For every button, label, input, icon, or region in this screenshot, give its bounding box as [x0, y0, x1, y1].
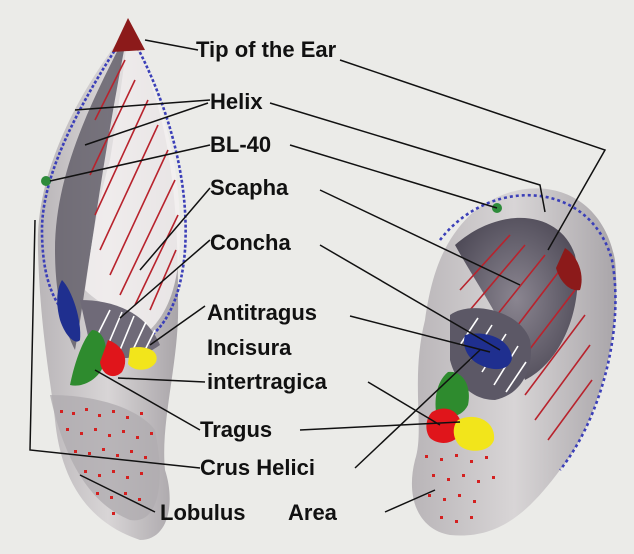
bl40-point-left: [41, 176, 51, 186]
right-ear: [412, 188, 616, 535]
label-tip-of-ear: Tip of the Ear: [196, 39, 336, 61]
label-antitragus: Antitragus: [207, 302, 317, 324]
label-incisura-line2: intertragica: [207, 371, 327, 393]
label-crus-helici: Crus Helici: [200, 457, 315, 479]
tip-of-ear-left: [112, 18, 145, 52]
label-scapha: Scapha: [210, 177, 288, 199]
left-ear: [38, 18, 186, 540]
label-bl40: BL-40: [210, 134, 271, 156]
label-area: Area: [288, 502, 337, 524]
label-helix: Helix: [210, 91, 263, 113]
label-incisura-line1: Incisura: [207, 337, 291, 359]
label-concha: Concha: [210, 232, 291, 254]
label-tragus: Tragus: [200, 419, 272, 441]
label-lobulus: Lobulus: [160, 502, 246, 524]
